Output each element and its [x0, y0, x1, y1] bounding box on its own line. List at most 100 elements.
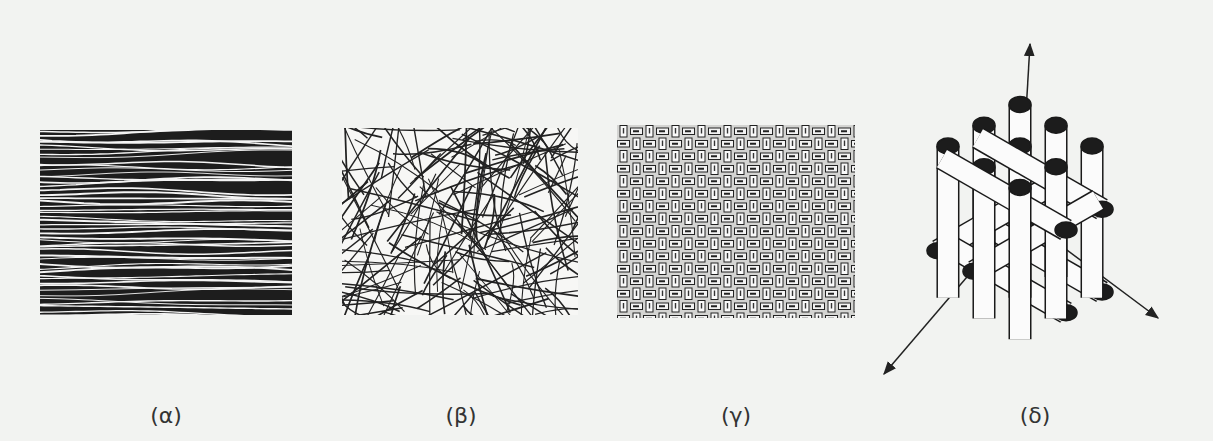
fiber-stroke	[623, 178, 624, 184]
fiber-stroke	[844, 141, 845, 147]
warp-tile	[711, 238, 718, 250]
warp-tile	[646, 176, 653, 188]
warp-tile	[737, 138, 744, 150]
fiber-stroke	[828, 143, 834, 145]
weft-tile	[670, 291, 682, 298]
fiber-stroke	[815, 180, 821, 182]
weft-tile	[839, 153, 851, 160]
fiber-stroke	[724, 318, 730, 319]
fiber-stroke	[636, 191, 637, 197]
warp-tile	[659, 263, 666, 275]
fiber-stroke	[646, 193, 652, 195]
fiber-stroke	[727, 153, 728, 159]
fiber-stroke	[753, 128, 754, 134]
fiber-stroke	[484, 128, 575, 221]
warp-tile	[750, 176, 757, 188]
warp-tile	[672, 276, 679, 288]
fiber-stroke	[724, 293, 730, 295]
weft-tile	[735, 203, 747, 210]
fiber-stroke	[701, 278, 702, 284]
fiber-stroke	[623, 278, 624, 284]
warp-tile	[633, 188, 640, 200]
fiber-stroke	[750, 293, 756, 295]
warp-tile	[698, 226, 705, 238]
weft-tile	[670, 141, 682, 148]
warp-tile	[620, 201, 627, 213]
warp-tile	[750, 126, 757, 138]
warp-tile	[841, 188, 848, 200]
fiber-stroke	[520, 213, 547, 308]
fiber-stroke	[685, 155, 691, 157]
fiber-stroke	[763, 255, 769, 257]
warp-tile	[802, 276, 809, 288]
weft-tile	[813, 253, 825, 260]
warp-tile	[750, 151, 757, 163]
weft-tile	[852, 316, 856, 319]
fiber-stroke	[714, 241, 715, 247]
fiber-stroke	[550, 247, 578, 274]
fiber-stroke	[789, 155, 795, 157]
fiber-stroke	[646, 318, 652, 319]
weft-tile	[735, 253, 747, 260]
warp-tile	[841, 163, 848, 175]
fiber-stroke	[342, 249, 425, 264]
weft-tile	[813, 128, 825, 135]
warp-tile	[750, 251, 757, 263]
warp-tile	[776, 226, 783, 238]
weft-tile	[631, 153, 643, 160]
warp-tile	[763, 263, 770, 275]
fiber-stroke	[672, 243, 678, 245]
fiber-stroke	[766, 141, 767, 147]
fiber-stroke	[659, 180, 665, 182]
fiber-stroke	[662, 141, 663, 147]
fiber-stroke	[792, 166, 793, 172]
weft-tile	[761, 303, 773, 310]
fiber-stroke	[646, 293, 652, 295]
weft-tile	[631, 278, 643, 285]
warp-tile	[724, 276, 731, 288]
weft-tile	[644, 191, 656, 198]
fiber-stroke	[649, 203, 650, 209]
fiber-stroke	[711, 180, 717, 182]
fiber-stroke	[792, 141, 793, 147]
fiber-stroke	[623, 153, 624, 159]
fiber-stroke	[753, 253, 754, 259]
fiber-stroke	[40, 274, 292, 279]
warp-tile	[789, 213, 796, 225]
weft-tile	[657, 178, 669, 185]
fiber-stroke	[417, 278, 460, 309]
warp-tile	[815, 288, 822, 300]
fiber-stroke	[688, 266, 689, 272]
weft-tile	[852, 141, 856, 148]
fiber-stroke	[701, 153, 702, 159]
weft-tile	[683, 278, 695, 285]
weft-tile	[774, 316, 786, 319]
fiber-stroke	[805, 303, 806, 309]
warp-tile	[750, 201, 757, 213]
fiber-stroke	[841, 205, 847, 207]
warp-tile	[685, 263, 692, 275]
weft-tile	[839, 303, 851, 310]
fiber-stroke	[763, 230, 769, 232]
weft-tile	[683, 203, 695, 210]
warp-tile	[815, 313, 822, 318]
weft-tile	[839, 178, 851, 185]
warp-tile	[815, 263, 822, 275]
weft-tile	[774, 191, 786, 198]
warp-tile	[633, 263, 640, 275]
rod-body	[1010, 187, 1030, 339]
fiber-stroke	[737, 130, 743, 132]
fiber-stroke	[688, 141, 689, 147]
fiber-stroke	[662, 266, 663, 272]
fiber-stroke	[342, 308, 403, 315]
fiber-stroke	[40, 197, 292, 199]
weft-tile	[813, 153, 825, 160]
fiber-stroke	[779, 278, 780, 284]
fiber-stroke	[40, 130, 292, 136]
fiber-stroke	[649, 153, 650, 159]
fiber-stroke	[828, 293, 834, 295]
fiber-stroke	[675, 228, 676, 234]
fiber-stroke	[659, 230, 665, 232]
panel-label: (γ)	[721, 403, 751, 428]
